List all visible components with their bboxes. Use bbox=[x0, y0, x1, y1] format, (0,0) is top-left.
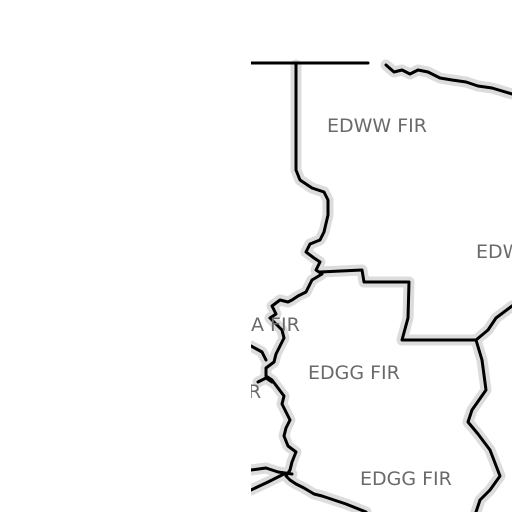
fir-border-layer bbox=[249, 61, 512, 512]
edgg-fir-upper-label: EDGG FIR bbox=[308, 362, 400, 384]
west-border-stub-b bbox=[256, 376, 274, 384]
west-border-stub-a bbox=[249, 344, 268, 362]
edww-fir-label: EDWW FIR bbox=[327, 115, 427, 137]
edw-partial-label: EDW bbox=[476, 241, 512, 263]
edww-northern-border bbox=[384, 63, 512, 96]
southwest-border-b bbox=[249, 472, 286, 492]
fir-label-layer: EDWW FIR EDW A FIR EDGG FIR EDGG FIR R bbox=[248, 115, 512, 490]
r-partial-label: R bbox=[248, 381, 261, 403]
edgg-eastern-border bbox=[466, 338, 502, 512]
edww-western-border bbox=[264, 63, 368, 512]
unloaded-tile-area bbox=[0, 0, 251, 512]
a-fir-partial-label: A FIR bbox=[251, 314, 300, 336]
edgg-fir-lower-label: EDGG FIR bbox=[360, 468, 452, 490]
edww-edgg-border bbox=[318, 268, 512, 342]
